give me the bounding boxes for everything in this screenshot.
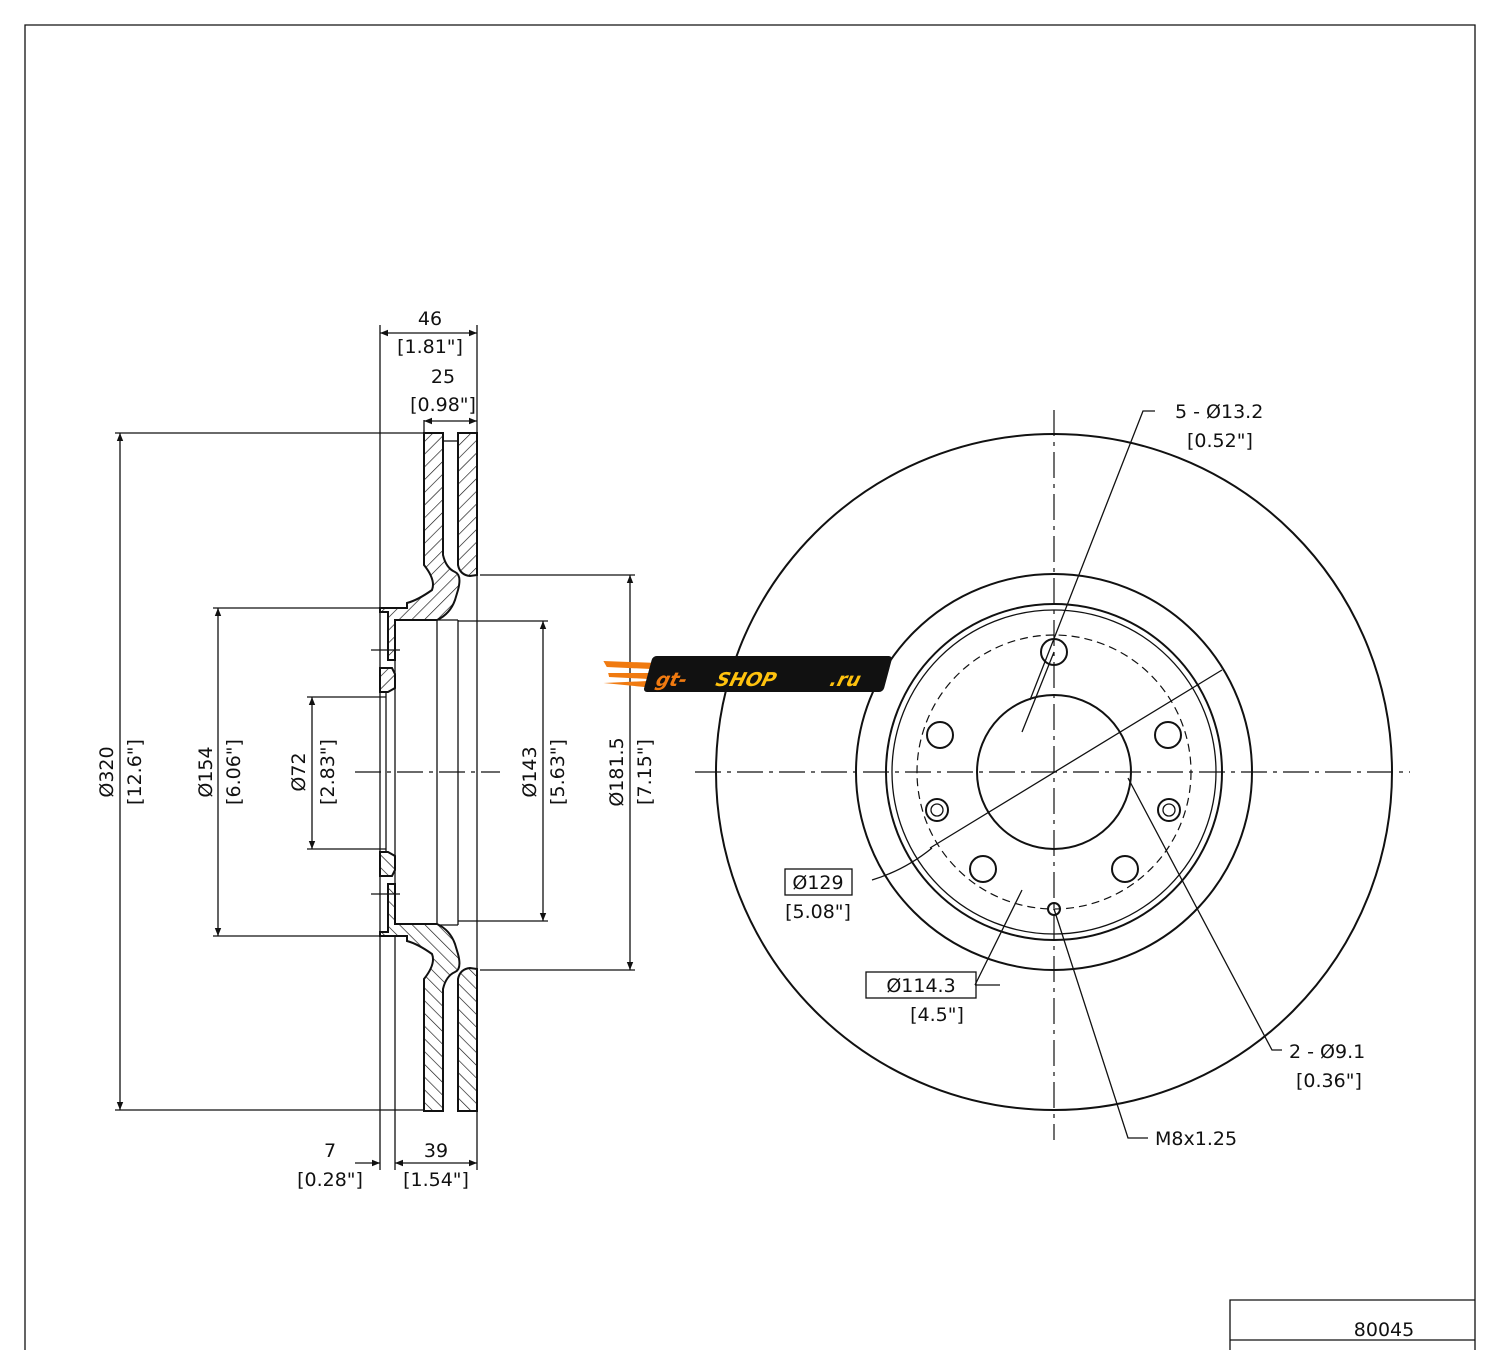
dim-text: Ø154	[195, 746, 217, 797]
dim-text-inch: [0.98"]	[410, 394, 476, 416]
dim-text-inch: [0.36"]	[1296, 1070, 1362, 1092]
dim-outer-diameter: Ø320 [12.6"]	[96, 433, 146, 1110]
dim-center-bore: Ø72 [2.83"]	[288, 697, 339, 849]
svg-text:SHOP: SHOP	[713, 668, 779, 691]
dim-inner-diameter: Ø143 [5.63"]	[519, 621, 569, 921]
dim-text: Ø72	[288, 752, 310, 791]
dim-text: Ø129	[792, 872, 843, 894]
dim-text: Ø114.3	[886, 975, 955, 997]
dim-text: 2 - Ø9.1	[1289, 1041, 1365, 1063]
dim-text: Ø320	[96, 746, 118, 797]
front-view: 5 - Ø13.2 [0.52"] Ø129 [5.08"] Ø114.3 [4…	[695, 401, 1410, 1150]
dim-text: Ø143	[519, 746, 541, 797]
label-locator-holes: 2 - Ø9.1 [0.36"]	[1289, 1041, 1365, 1092]
locator-holes	[925, 798, 1181, 916]
label-bolt-circle-129: Ø129 [5.08"]	[784, 868, 853, 923]
dim-text: 46	[418, 308, 442, 330]
label-thread: M8x1.25	[1155, 1128, 1237, 1150]
dim-text: 25	[431, 366, 455, 388]
dim-text-inch: [1.81"]	[397, 336, 463, 358]
label-bolt-holes: 5 - Ø13.2 [0.52"]	[1175, 401, 1263, 452]
drawing-border	[24, 24, 1476, 1350]
dim-disc-thickness: 25 [0.98"]	[410, 366, 477, 425]
dim-text-inch: [2.83"]	[317, 739, 339, 805]
dim-text-inch: [7.15"]	[634, 739, 656, 805]
dim-text-inch: [0.52"]	[1187, 430, 1253, 452]
dim-text-inch: [1.54"]	[403, 1169, 469, 1191]
dim-text-inch: [12.6"]	[124, 739, 146, 805]
svg-text:gt-: gt-	[653, 668, 690, 691]
dim-text-inch: [5.63"]	[547, 739, 569, 805]
dim-overall-width: 46 [1.81"]	[380, 308, 477, 358]
dim-text: 39	[424, 1140, 448, 1162]
dim-hat-thickness: 7 [0.28"]	[297, 1140, 477, 1191]
side-section-view: 46 [1.81"] 25 [0.98"] 7 [0.28"] 39 [1.54…	[96, 308, 656, 1191]
dim-text: Ø181.5	[606, 737, 628, 806]
dim-friction-inner-diameter: Ø181.5 [7.15"]	[606, 575, 656, 970]
svg-text:.ru: .ru	[827, 668, 863, 691]
title-block: 80045	[1229, 1299, 1475, 1350]
dim-text: 5 - Ø13.2	[1175, 401, 1263, 423]
label-bolt-circle-114: Ø114.3 [4.5"]	[865, 971, 977, 1026]
dim-text-inch: [6.06"]	[223, 739, 245, 805]
dim-text-inch: [5.08"]	[785, 901, 851, 923]
threaded-hole	[1047, 902, 1061, 916]
part-number: 80045	[1354, 1319, 1414, 1341]
dim-text: 7	[324, 1140, 336, 1162]
dim-hat-height: 39 [1.54"]	[403, 1140, 469, 1191]
dim-text-inch: [4.5"]	[910, 1004, 964, 1026]
center-bore	[976, 694, 1132, 850]
dim-text-inch: [0.28"]	[297, 1169, 363, 1191]
dim-hat-diameter: Ø154 [6.06"]	[195, 608, 245, 936]
gt-shop-logo: gt- SHOP .ru	[603, 656, 892, 692]
rotor-outer-edge	[715, 433, 1393, 1111]
